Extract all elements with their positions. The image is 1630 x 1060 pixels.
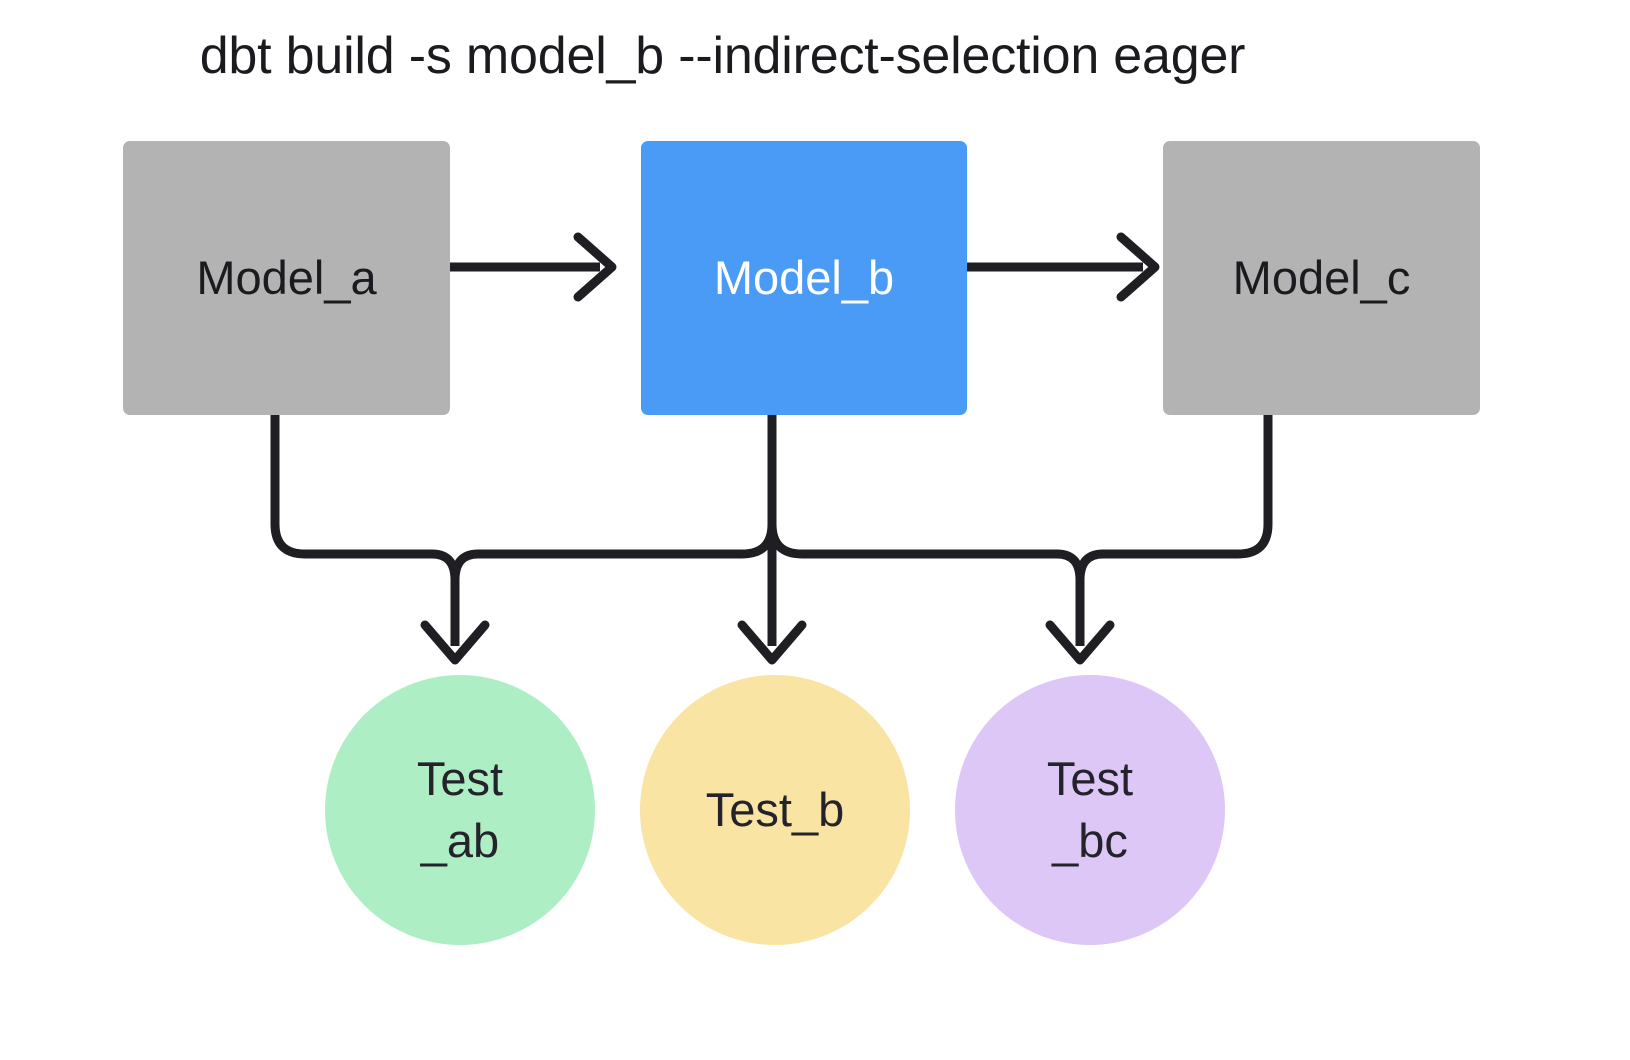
edge-model-a-to-model-b bbox=[450, 232, 617, 302]
edge-model-c-to-test-bc bbox=[1075, 415, 1273, 581]
edge-model-a-to-test-ab bbox=[270, 415, 490, 665]
node-model-c-label: Model_c bbox=[1232, 251, 1411, 305]
node-test-b-label: Test_b bbox=[705, 782, 845, 836]
node-model-a[interactable]: Model_a bbox=[123, 141, 450, 415]
node-test-ab-label: Test _ab bbox=[416, 751, 504, 867]
node-test-ab[interactable]: Test _ab bbox=[325, 675, 595, 945]
node-model-a-label: Model_a bbox=[196, 251, 377, 305]
node-model-b-label: Model_b bbox=[713, 251, 895, 305]
diagram-title: dbt build -s model_b --indirect-selectio… bbox=[199, 27, 1246, 85]
node-test-b[interactable]: Test_b bbox=[640, 675, 910, 945]
edge-model-b-to-test-bc bbox=[767, 523, 1115, 665]
node-model-b[interactable]: Model_b bbox=[641, 141, 967, 415]
node-model-c[interactable]: Model_c bbox=[1163, 141, 1480, 415]
node-test-bc[interactable]: Test _bc bbox=[955, 675, 1225, 945]
node-test-bc-label: Test _bc bbox=[1046, 751, 1134, 867]
edge-model-b-to-test-ab bbox=[450, 415, 777, 581]
edge-model-b-to-model-c bbox=[967, 232, 1160, 302]
